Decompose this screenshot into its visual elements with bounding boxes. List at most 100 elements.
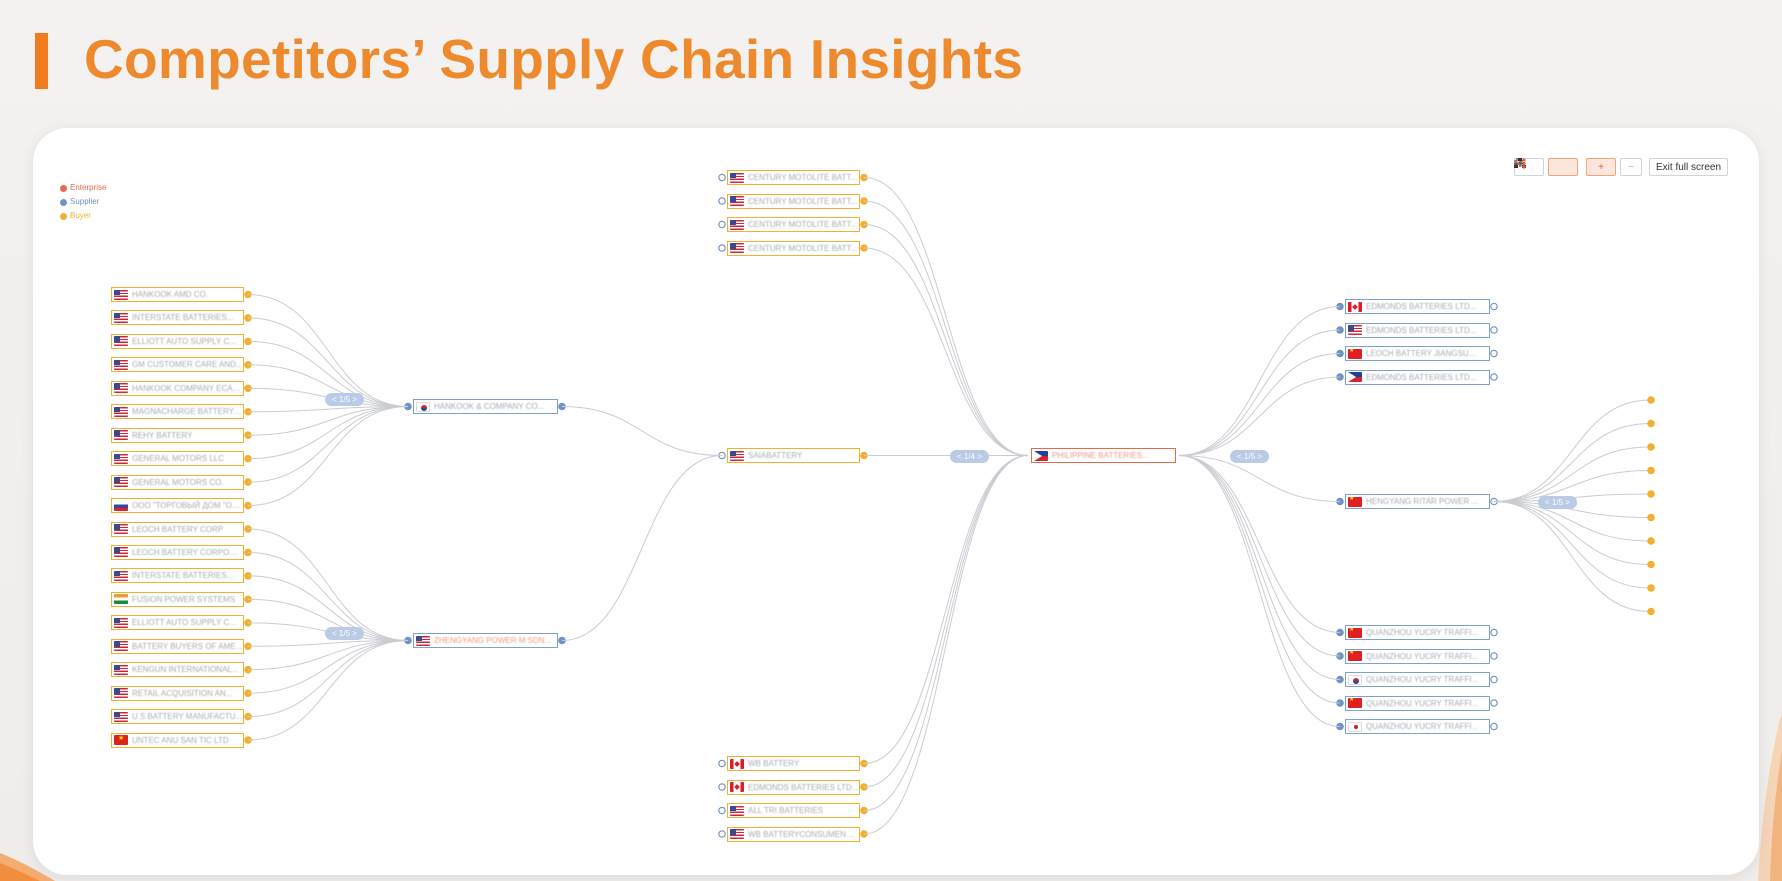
left-buyer-node[interactable]: RETAIL ACQUISITION AN... [111,685,244,701]
center-enterprise-node[interactable]: PHILIPPINE BATTERIES... [1031,448,1176,463]
left-buyer-node[interactable]: ELLIOTT AUTO SUPPLY C... [111,615,244,631]
flag-ca-icon [1348,301,1362,312]
leaf-buyer-port[interactable] [1647,466,1655,475]
left-buyer-node[interactable]: HANKOOK COMPANY ECAM... [111,380,244,396]
node-out-port[interactable] [1490,699,1498,707]
left-buyer-node[interactable]: REHY BATTERY [111,427,244,443]
right-bottom-supplier-node[interactable]: QUANZHOU YUCRY TRAFFI... [1345,648,1490,664]
node-in-port[interactable] [718,783,726,791]
bottom-buyer-node[interactable]: EDMONDS BATTERIES LTD... [727,779,860,795]
node-in-port[interactable] [718,244,726,252]
decorative-corner-left [0,841,60,881]
flag-us-icon [114,453,128,464]
node-label: HANKOOK & COMPANY CO... [434,402,545,411]
middle-buyer-node[interactable]: SAIABATTERY [727,448,860,463]
leaf-buyer-port[interactable] [1647,490,1655,498]
node-out-port[interactable] [1490,349,1498,358]
left-buyer-node[interactable]: HANKOOK AMD CO. [111,287,244,302]
leaf-buyer-port[interactable] [1647,419,1655,428]
leaf-buyer-port[interactable] [1647,537,1655,545]
graph-edge [561,406,723,456]
node-in-port[interactable] [718,759,726,768]
node-in-port[interactable] [718,220,726,229]
left-buyer-node[interactable]: INTERSTATE BATTERIES... [111,310,244,326]
right-top-supplier-node[interactable]: LEOCH BATTERY JIANGSU... [1345,346,1490,361]
pager-left-bottom[interactable]: < 1/5 > [325,627,364,640]
flag-us-icon [114,477,128,488]
node-out-port[interactable] [1490,628,1498,637]
flag-cn-icon [1348,698,1362,708]
left-buyer-node[interactable]: ELLIOTT AUTO SUPPLY C... [111,333,244,349]
left-buyer-node[interactable]: FUSION POWER SYSTEMS [111,591,244,607]
left-buyer-node[interactable]: MAGNACHARGE BATTERY C... [111,404,244,420]
exit-full-screen-button[interactable]: Exit full screen [1514,158,1729,176]
graph-edge [247,317,409,407]
right-top-supplier-node[interactable]: EDMONDS BATTERIES LTD... [1345,369,1490,385]
node-in-port[interactable] [718,806,726,815]
left-buyer-node[interactable]: LEOCH BATTERY CORP [111,521,244,537]
leaf-buyer-port[interactable] [1647,584,1655,592]
leaf-buyer-port[interactable] [1647,513,1655,522]
pager-center[interactable]: < 1/4 > [950,450,989,463]
node-out-port[interactable] [1490,675,1498,684]
graph-view-button[interactable] [1514,158,1578,176]
leaf-buyer-port[interactable] [1647,607,1655,616]
right-mid-supplier-node[interactable]: HENGYANG RITAR POWER ... [1345,494,1490,509]
top-buyer-node[interactable]: CENTURY MOTOLITE BATT... [727,240,860,256]
right-bottom-supplier-node[interactable]: QUANZHOU YUCRY TRAFFI... [1345,719,1490,734]
zoom-in-button[interactable]: + [1586,158,1616,176]
graph-edge [247,640,409,718]
leaf-buyer-port[interactable] [1647,443,1655,451]
left-buyer-node[interactable]: BATTERY BUYERS OF AME... [111,638,244,654]
right-top-supplier-node[interactable]: EDMONDS BATTERIES LTD... [1345,299,1490,314]
left-buyer-node[interactable]: GENERAL MOTORS CO. [111,474,244,490]
leaf-buyer-port[interactable] [1647,396,1655,404]
node-label: WB BATTERY [748,759,800,768]
mid-supplier-node[interactable]: HANKOOK & COMPANY CO... [413,399,558,414]
left-buyer-node[interactable]: GENERAL MOTORS LLC [111,451,244,467]
left-buyer-node[interactable]: UNTEC ANU SAN TIC LTD [111,732,244,748]
graph-edge [1178,455,1341,704]
right-bottom-supplier-node[interactable]: QUANZHOU YUCRY TRAFFI... [1345,625,1490,640]
bottom-buyer-node[interactable]: WB BATTERYCONSUMENEN... [727,826,860,842]
node-out-port[interactable] [1490,302,1498,311]
left-buyer-node[interactable]: U S BATTERY MANUFACTU... [111,709,244,725]
top-buyer-node[interactable]: CENTURY MOTOLITE BATT... [727,170,860,185]
left-buyer-node[interactable]: ООО "ТОРГОВЫЙ ДОМ "ОЯ... [111,498,244,514]
right-bottom-supplier-node[interactable]: QUANZHOU YUCRY TRAFFI... [1345,695,1490,711]
node-out-port[interactable] [1490,326,1498,334]
left-buyer-node[interactable]: KENGUN INTERNATIONAL... [111,662,244,678]
zoom-out-button[interactable]: − [1620,158,1642,176]
node-label: FUSION POWER SYSTEMS [132,594,236,604]
node-in-port[interactable] [718,830,726,838]
node-label: ООО "ТОРГОВЫЙ ДОМ "ОЯ... [132,501,243,511]
graph-canvas[interactable]: Enterprise Supplier Buyer + − Exit full … [33,128,1759,875]
pager-left-top[interactable]: < 1/5 > [325,393,364,406]
pager-right[interactable]: < 1/5 > [1230,450,1269,463]
graph-toolbar: + − Exit full screen [1514,158,1729,176]
right-top-supplier-node[interactable]: EDMONDS BATTERIES LTD... [1345,322,1490,338]
top-buyer-node[interactable]: CENTURY MOTOLITE BATT... [727,193,860,209]
legend-item-enterprise: Enterprise [60,181,106,195]
left-buyer-node[interactable]: GM CUSTOMER CARE AND... [111,357,244,373]
pager-far-right[interactable]: < 1/5 > [1538,496,1577,509]
bottom-buyer-node[interactable]: ALL TRI BATTERIES [727,803,860,818]
node-out-port[interactable] [1490,652,1498,660]
node-label: UNTEC ANU SAN TIC LTD [132,735,229,745]
left-buyer-node[interactable]: INTERSTATE BATTERIES... [111,568,244,584]
right-bottom-supplier-node[interactable]: QUANZHOU YUCRY TRAFFI... [1345,672,1490,687]
node-out-port[interactable] [1490,373,1498,381]
bottom-buyer-node[interactable]: WB BATTERY [727,756,860,771]
mid-supplier-node[interactable]: ZHENGYANG POWER M SDN... [413,633,558,648]
graph-edge [561,455,723,641]
left-buyer-node[interactable]: LEOCH BATTERY CORPORA... [111,544,244,560]
node-label: CENTURY MOTOLITE BATT... [748,220,858,229]
node-in-port[interactable] [718,173,726,182]
flag-us-icon [114,641,128,652]
leaf-buyer-port[interactable] [1647,560,1655,569]
node-in-port[interactable] [718,197,726,205]
graph-edge [1178,353,1341,456]
flag-ru-icon [114,500,128,511]
top-buyer-node[interactable]: CENTURY MOTOLITE BATT... [727,217,860,232]
node-out-port[interactable] [1490,722,1498,731]
